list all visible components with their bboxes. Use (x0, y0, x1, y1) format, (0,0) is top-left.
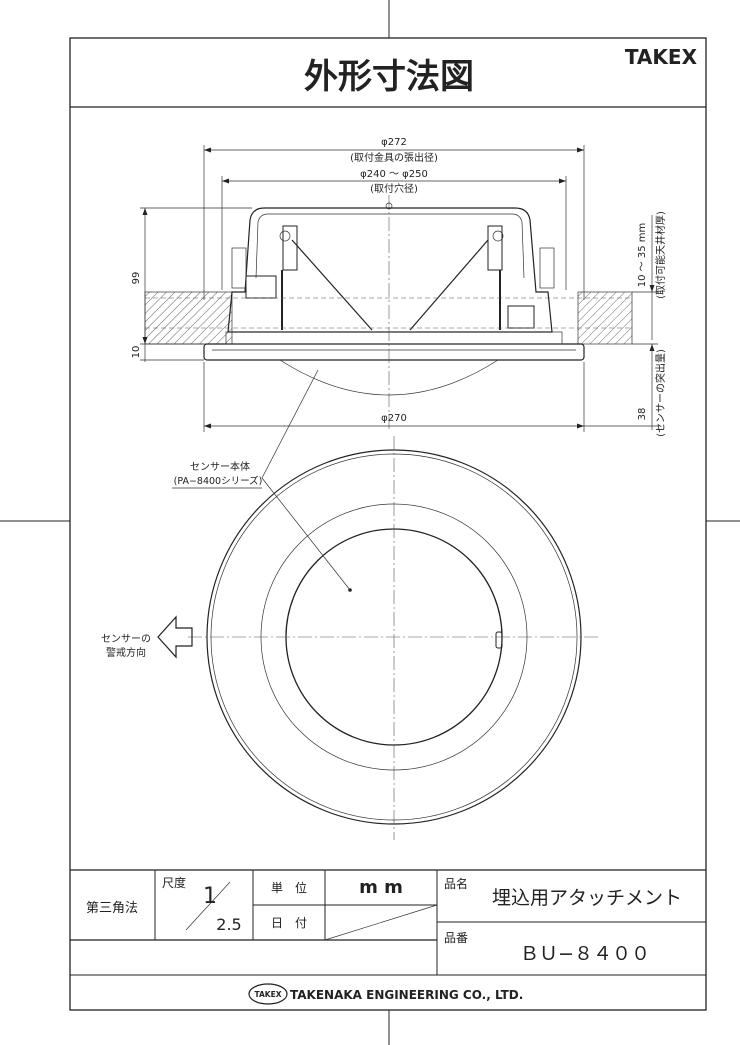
top-view: センサー本体 (PA−8400シリーズ) センサーの 警戒方向 (101, 369, 600, 840)
product-name-label: 品名 (444, 876, 468, 891)
spring-left (291, 239, 373, 331)
flange (203, 343, 585, 361)
side-view (144, 195, 633, 430)
scale-label: 尺度 (162, 875, 186, 890)
label-direction-2: 警戒方向 (106, 646, 146, 659)
dim-phi272: φ272 (381, 137, 407, 148)
label-direction-1: センサーの (101, 633, 151, 645)
product-no: ＢＵ−８４００ (520, 943, 650, 965)
dim-sensor-protrusion: (センサーの突出量) (654, 349, 667, 437)
brand-logo: TAKEX (625, 45, 698, 69)
unit-label: 単 位 (271, 880, 307, 895)
label-sensor-series: (PA−8400シリーズ) (174, 475, 263, 487)
spring-right (409, 239, 489, 331)
title-block: 第三角法 尺度 1 2.5 単 位 m m 日 付 品名 埋込用アタッチメント … (70, 869, 706, 1005)
ceiling-right (577, 291, 633, 345)
ceiling-left (144, 291, 233, 345)
scale-den: 2.5 (216, 915, 241, 934)
unit-value: m m (359, 877, 403, 898)
page-title: 外形寸法図 (304, 57, 474, 97)
direction-arrow (157, 615, 193, 659)
company-name: TAKENAKA ENGINEERING CO., LTD. (290, 988, 523, 1002)
dimensions: φ272 (取付金具の張出径) φ240 〜 φ250 (取付穴径) 99 10… (131, 137, 667, 437)
dim-ceiling-range: 10 〜 35 mm (637, 223, 648, 287)
date-label: 日 付 (271, 916, 307, 930)
dim-ceiling-note: (取付可能天井材厚) (654, 211, 667, 299)
projection-label: 第三角法 (86, 901, 138, 916)
housing-inner (255, 213, 525, 279)
company-logo: TAKEX (254, 990, 281, 999)
sheet-frame (69, 37, 707, 1011)
dim-phi272-note: (取付金具の張出径) (350, 151, 438, 164)
index-mark (495, 631, 503, 649)
dim-99: 99 (131, 272, 142, 285)
dim-phi240-note: (取付穴径) (370, 182, 418, 195)
company-logo-badge (248, 983, 288, 1005)
product-name: 埋込用アタッチメント (492, 887, 682, 909)
dim-phi240-250: φ240 〜 φ250 (360, 169, 428, 180)
dim-phi270: φ270 (381, 413, 407, 424)
scale-num: 1 (203, 884, 217, 909)
product-no-label: 品番 (444, 931, 468, 945)
label-sensor-body: センサー本体 (190, 460, 250, 473)
dim-38: 38 (637, 408, 648, 421)
dim-10: 10 (131, 346, 142, 359)
flange-top (225, 331, 563, 345)
housing-outline (227, 207, 553, 333)
